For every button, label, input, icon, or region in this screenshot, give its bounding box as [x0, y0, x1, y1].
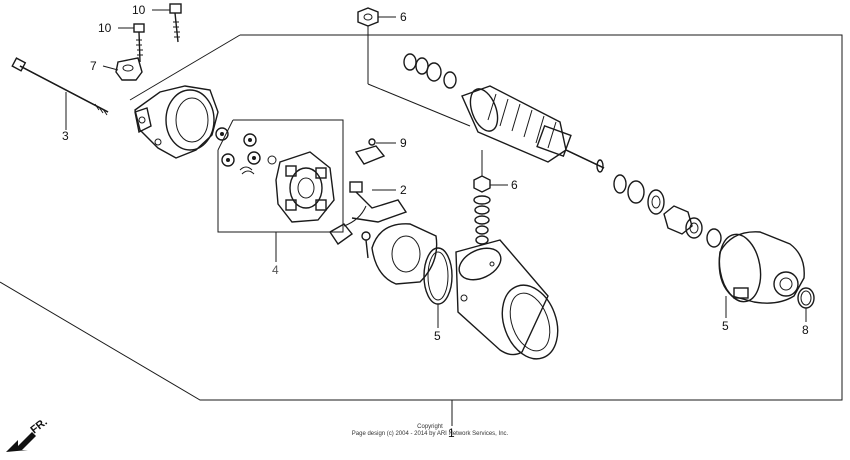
brush-holder-group-frame: [217, 119, 344, 233]
assembly-boundary-left: [129, 34, 241, 101]
callout-5-yoke: 5: [434, 329, 441, 343]
rear-housing[interactable]: [134, 85, 219, 159]
callout-10-lower: 10: [98, 21, 112, 35]
nut-top[interactable]: [357, 7, 379, 27]
front-direction-indicator: FR.: [6, 418, 50, 452]
callout-10-upper: 10: [132, 3, 146, 17]
brush-holder[interactable]: [267, 151, 335, 223]
callout-1: 1: [448, 426, 455, 440]
armature[interactable]: [461, 85, 605, 173]
callout-9: 9: [400, 136, 407, 150]
yoke-field-coil[interactable]: [423, 239, 567, 367]
overrunning-clutch[interactable]: [663, 205, 722, 248]
assembly-boundary: [0, 34, 843, 401]
stop-ring[interactable]: [797, 287, 815, 309]
drive-washers[interactable]: [613, 174, 665, 215]
copyright-notice: Copyright Page design (c) 2004 - 2014 by…: [330, 424, 530, 438]
front-housing[interactable]: [714, 231, 805, 305]
callout-4: 4: [272, 263, 279, 277]
callout-6-stack: 6: [511, 178, 518, 192]
brush-springs[interactable]: [215, 127, 261, 175]
callout-7: 7: [90, 59, 97, 73]
through-bolt[interactable]: [11, 57, 109, 116]
callout-8: 8: [802, 323, 809, 337]
callout-7-leader: [102, 65, 119, 71]
front-arrow-icon: [6, 432, 36, 452]
washer-stack[interactable]: [473, 150, 491, 245]
brush-terminal[interactable]: [329, 181, 408, 245]
end-cover-plate[interactable]: [361, 223, 438, 285]
bolt-upper[interactable]: [169, 3, 182, 43]
bracket[interactable]: [115, 57, 143, 81]
insulator[interactable]: [354, 138, 386, 165]
callout-6-top: 6: [400, 10, 407, 24]
bolt-lower[interactable]: [133, 23, 145, 63]
callout-3: 3: [62, 129, 69, 143]
callout-5-housing: 5: [722, 319, 729, 333]
copyright-line-1: Copyright: [417, 424, 443, 430]
armature-axis: [367, 83, 471, 127]
callout-2: 2: [400, 183, 407, 197]
armature-washers[interactable]: [403, 53, 457, 89]
copyright-line-2: Page design (c) 2004 - 2014 by ARI Netwo…: [351, 431, 509, 437]
